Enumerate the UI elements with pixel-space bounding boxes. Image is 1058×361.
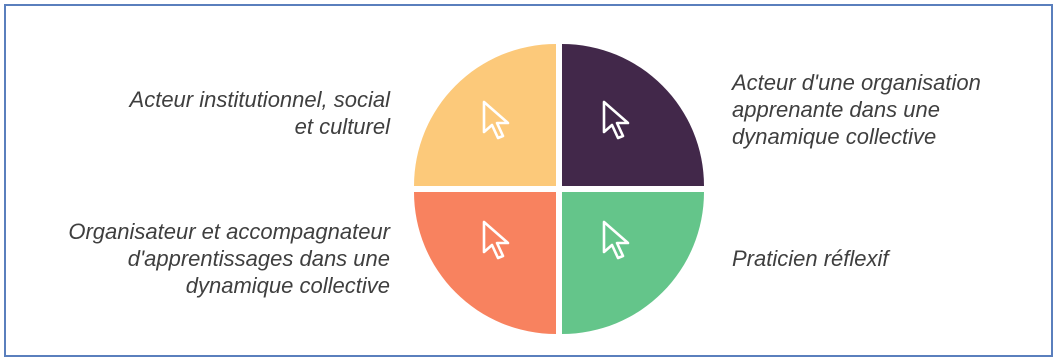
label-top-right: Acteur d'une organisation apprenante dan…	[732, 69, 981, 150]
label-line: Praticien réflexif	[732, 246, 889, 271]
label-line: Organisateur et accompagnateur	[68, 219, 390, 244]
label-line: dynamique collective	[185, 273, 390, 298]
quadrant-shape	[562, 192, 704, 334]
label-line: apprenante dans une	[732, 97, 940, 122]
quadrant-circle	[414, 44, 704, 334]
label-top-left: Acteur institutionnel, social et culture…	[130, 86, 390, 140]
label-line: d'apprentissages dans une	[127, 246, 390, 271]
quadrant-top-left[interactable]	[414, 44, 556, 186]
label-line: dynamique collective	[732, 124, 937, 149]
quadrant-shape	[414, 192, 556, 334]
label-line: et culturel	[294, 114, 390, 139]
label-bottom-right: Praticien réflexif	[732, 245, 889, 272]
quadrant-top-right[interactable]	[562, 44, 704, 186]
label-bottom-left: Organisateur et accompagnateur d'apprent…	[68, 218, 390, 299]
label-line: Acteur d'une organisation	[732, 70, 981, 95]
quadrant-bottom-right[interactable]	[562, 192, 704, 334]
quadrant-shape	[562, 44, 704, 186]
quadrant-bottom-left[interactable]	[414, 192, 556, 334]
label-line: Acteur institutionnel, social	[129, 87, 390, 112]
